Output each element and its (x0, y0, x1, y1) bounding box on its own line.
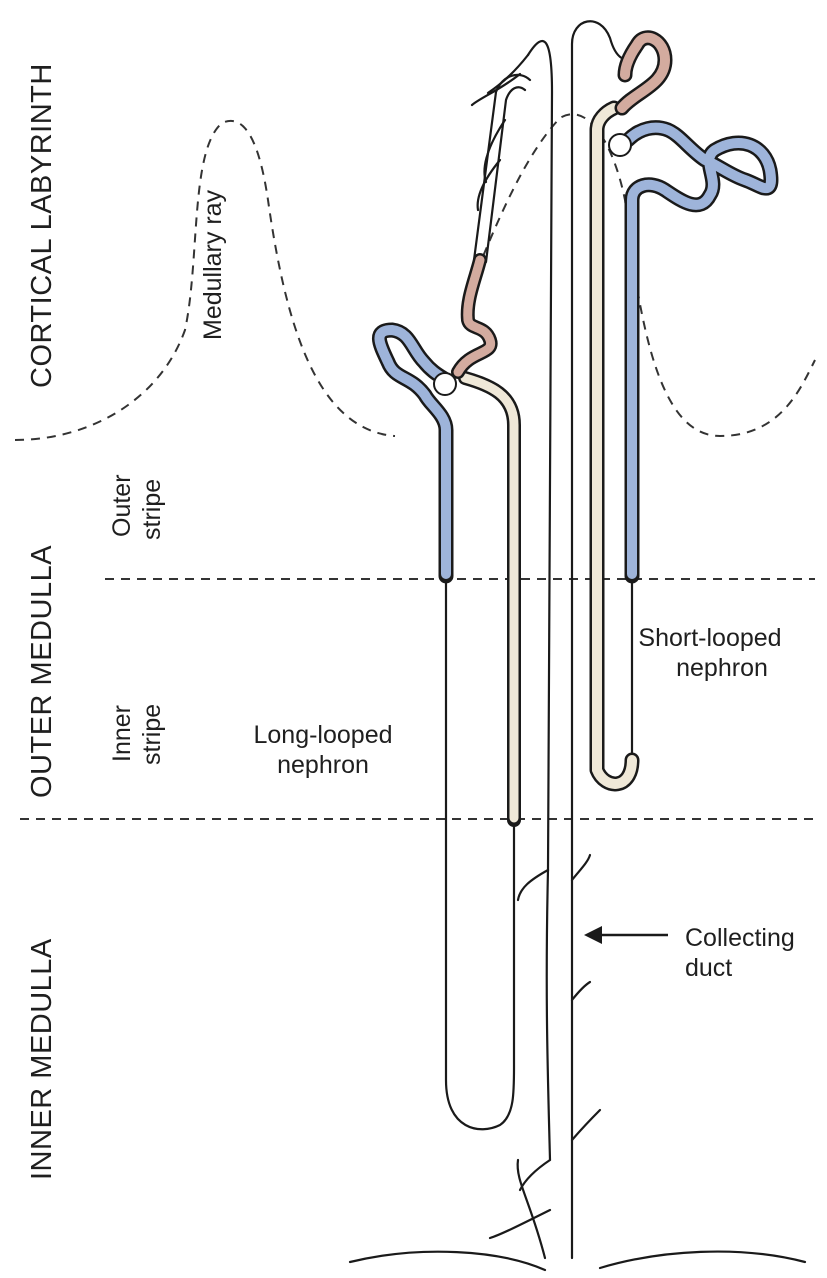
outer-stripe-label-line2: stripe (138, 479, 166, 540)
long-loop-thin-limb (444, 576, 516, 1131)
collecting-duct-label-line1: Collecting (685, 924, 795, 952)
long-loop-glomerulus (433, 372, 457, 396)
long-loop-thick-ascending-limb (458, 371, 521, 827)
short-loop-thick-ascending-limb (589, 100, 640, 792)
short-loop-distal-tubule (614, 30, 673, 116)
long-looped-label-line2: nephron (277, 751, 369, 779)
zone-label-inner-medulla: INNER MEDULLA (26, 938, 58, 1180)
collecting-duct-arrow (584, 926, 668, 944)
outer-stripe-label-line1: Outer (108, 474, 136, 537)
zone-label-cortical-labyrinth: CORTICAL LABYRINTH (26, 63, 58, 388)
long-loop-distal-tubule (451, 73, 532, 379)
inner-stripe-label-line1: Inner (108, 705, 136, 762)
medullary-ray-label: Medullary ray (199, 189, 227, 340)
zone-label-outer-medulla: OUTER MEDULLA (26, 545, 58, 798)
short-loop-glomerulus (608, 133, 632, 157)
short-loop-proximal-tubule (620, 120, 779, 584)
collecting-duct-label-line2: duct (685, 954, 732, 982)
long-loop-proximal-tubule (372, 322, 454, 584)
short-looped-label-line1: Short-looped (638, 624, 781, 652)
short-looped-label-line2: nephron (676, 654, 768, 682)
inner-stripe-label-line2: stripe (138, 704, 166, 765)
long-looped-label-line1: Long-looped (253, 721, 392, 749)
